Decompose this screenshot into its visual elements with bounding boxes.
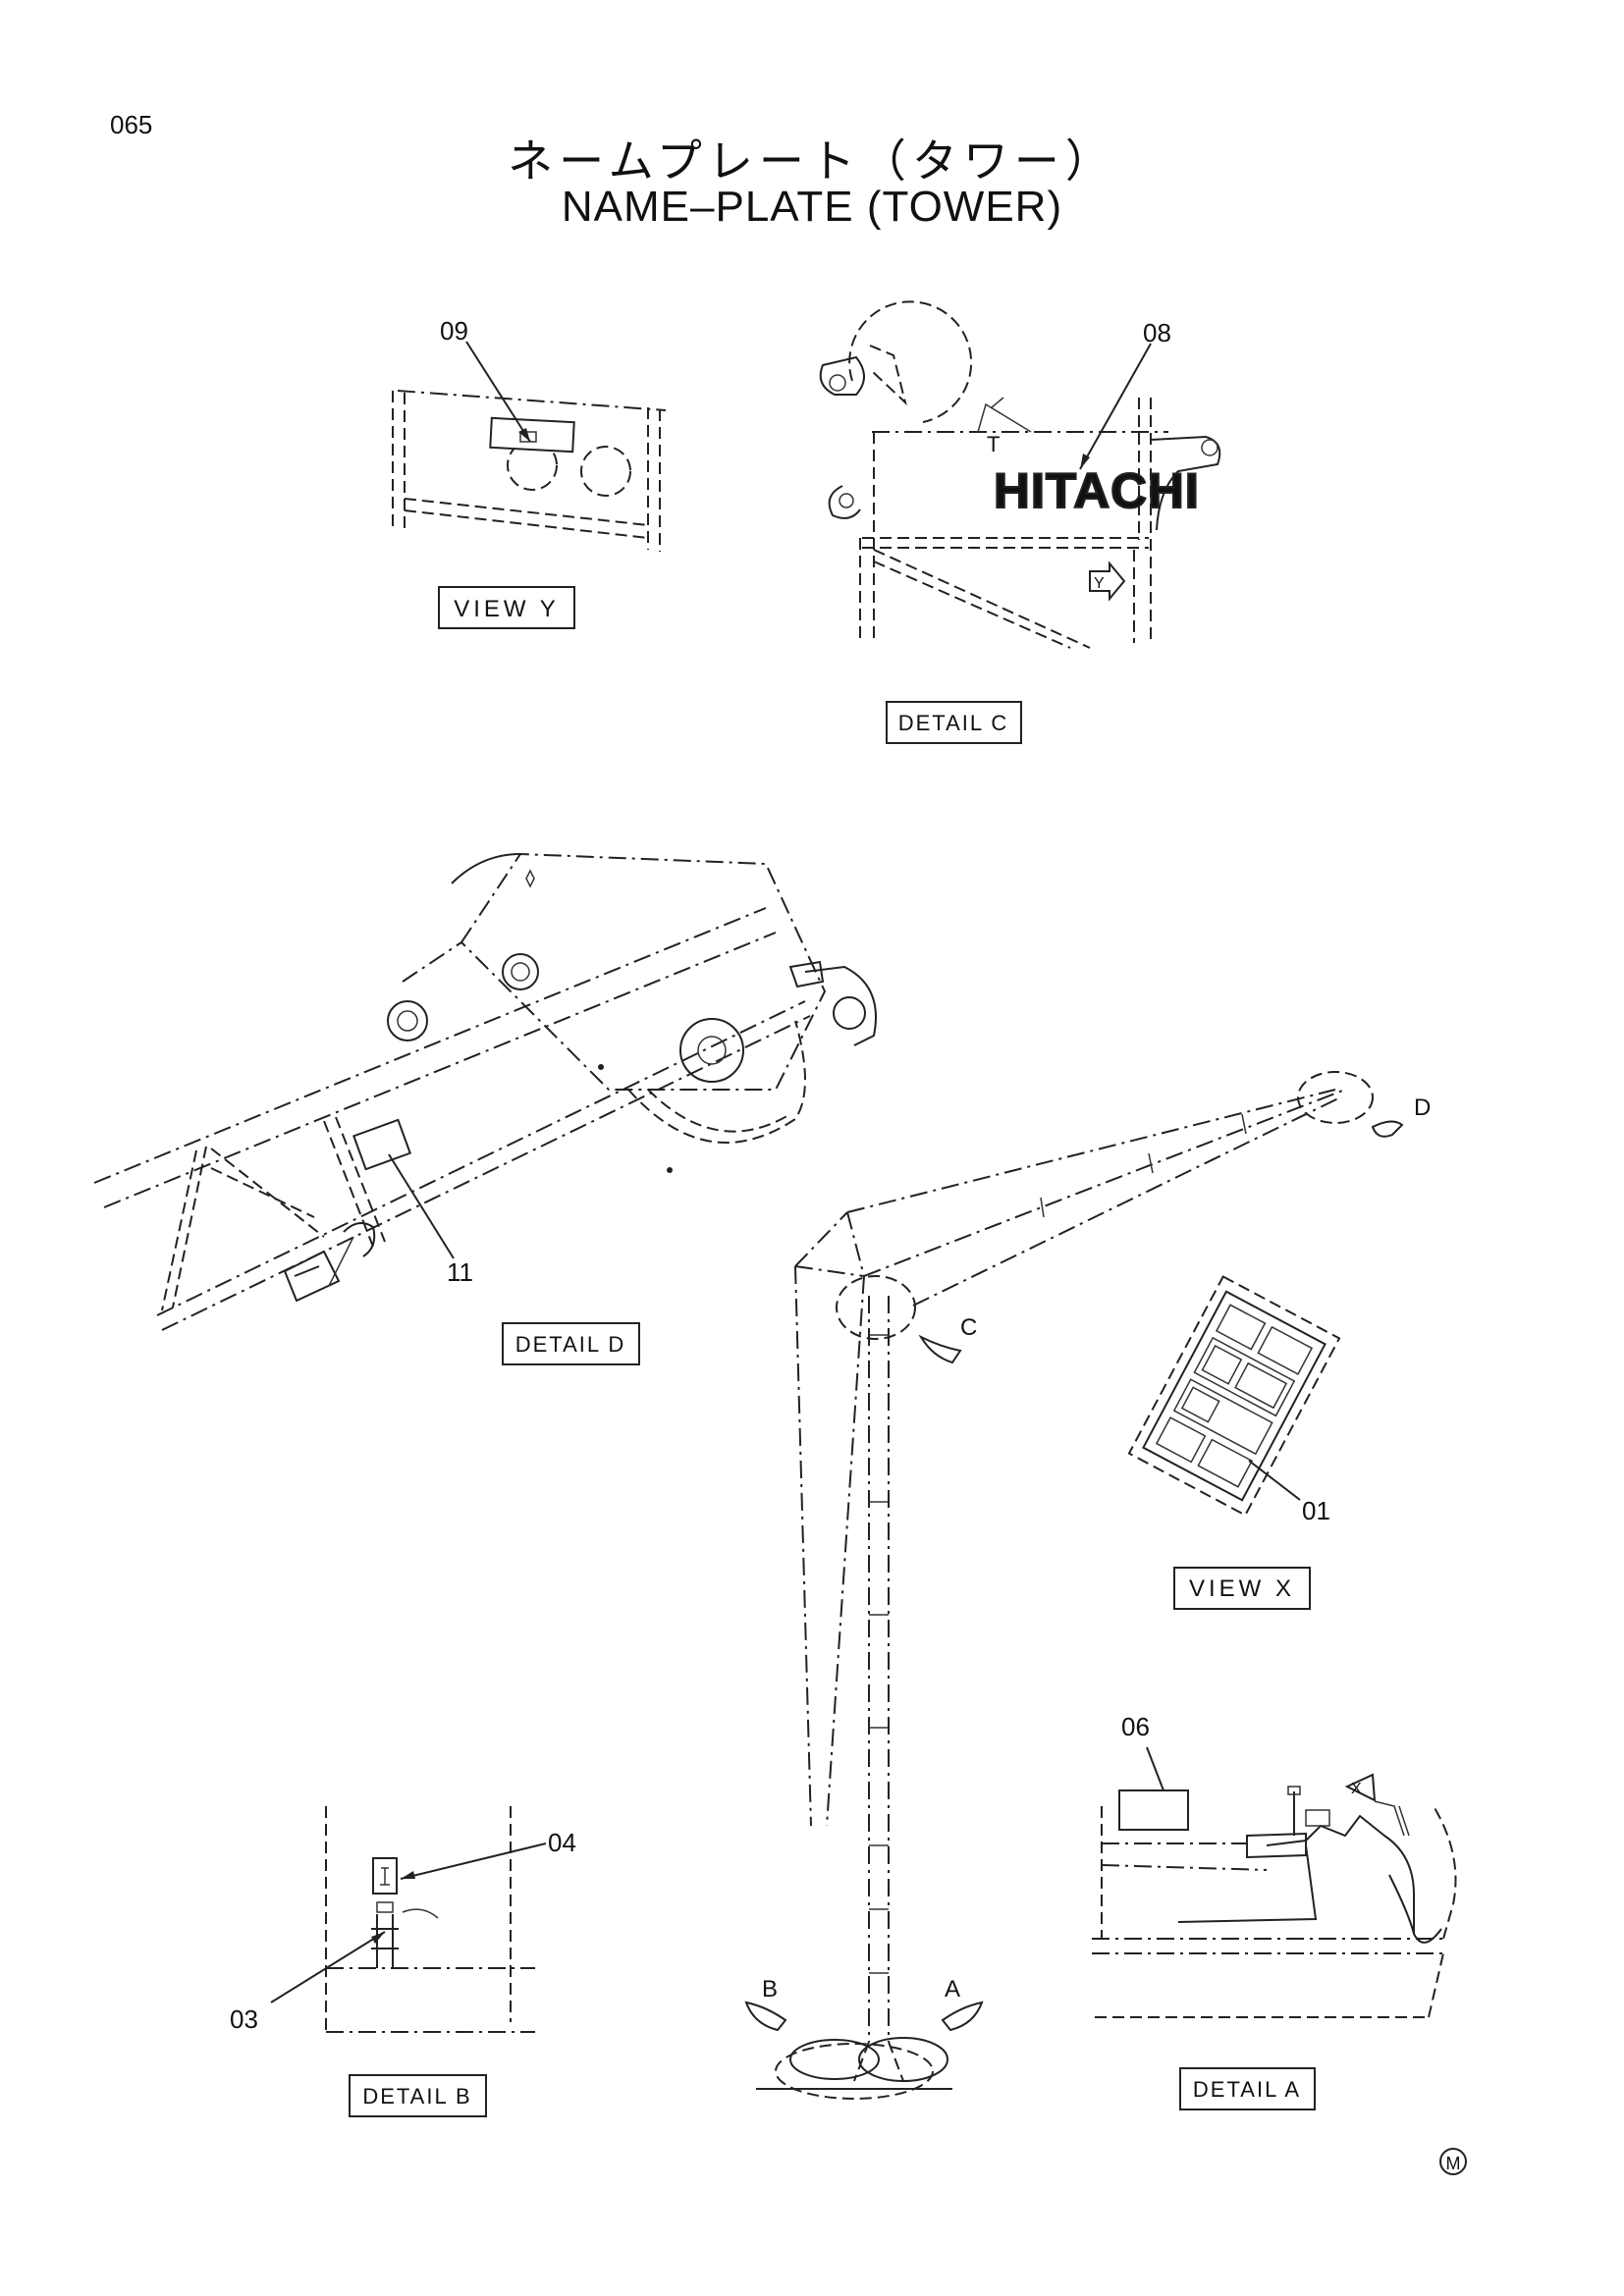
- label-detail-a: DETAIL A: [1179, 2067, 1316, 2110]
- callout-01: 01: [1302, 1496, 1330, 1525]
- callout-06: 06: [1121, 1712, 1150, 1741]
- svg-text:VIEW X: VIEW X: [1189, 1575, 1295, 1602]
- label-view-y: VIEW Y: [438, 586, 575, 629]
- pointer-a: [941, 2001, 984, 2032]
- arrow-marker-x: [1344, 1773, 1377, 1802]
- leader-04: [400, 1842, 547, 1880]
- tower-crane-drawing: D C B A: [744, 1071, 1431, 2100]
- detail-d-drawing: 11: [93, 852, 877, 1331]
- callout-04: 04: [548, 1828, 576, 1857]
- marker-d: D: [1414, 1095, 1431, 1121]
- detail-c-drawing: T HITACHI Y 08: [819, 300, 1221, 649]
- nameplate-06: [1118, 1789, 1189, 1831]
- view-y-drawing: 09: [392, 316, 667, 552]
- marker-a: A: [945, 1976, 960, 2002]
- leader-03: [270, 1931, 386, 2003]
- leader-06: [1146, 1746, 1164, 1791]
- svg-text:DETAIL D: DETAIL D: [515, 1332, 626, 1357]
- label-detail-c: DETAIL C: [886, 701, 1022, 744]
- view-x-drawing: [1127, 1275, 1341, 1517]
- label-view-x: VIEW X: [1173, 1567, 1311, 1610]
- callout-03: 03: [230, 2004, 258, 2034]
- pointer-b: [744, 2001, 787, 2032]
- leader-09: [465, 341, 531, 443]
- nameplate-11: [352, 1118, 411, 1171]
- hitachi-logo-plate-08: HITACHI: [994, 463, 1200, 518]
- callout-11: 11: [447, 1257, 473, 1287]
- svg-text:DETAIL B: DETAIL B: [362, 2084, 471, 2109]
- callout-09: 09: [440, 316, 468, 346]
- pointer-d: [1371, 1120, 1404, 1138]
- detail-b-drawing: 04 03: [230, 1806, 576, 2034]
- page-number: 065: [110, 110, 153, 139]
- svg-text:X: X: [1351, 1781, 1362, 1797]
- detail-c-circle: [836, 1275, 916, 1340]
- marker-b: B: [762, 1976, 778, 2002]
- detail-d-circle: [1297, 1071, 1374, 1124]
- label-detail-d: DETAIL D: [502, 1322, 640, 1365]
- leader-01: [1248, 1460, 1301, 1501]
- nameplate-09: [489, 416, 575, 454]
- circled-m-symbol: M: [1439, 2148, 1467, 2175]
- label-detail-b: DETAIL B: [349, 2074, 487, 2117]
- svg-text:DETAIL C: DETAIL C: [898, 711, 1009, 735]
- svg-text:VIEW Y: VIEW Y: [454, 596, 560, 622]
- title-japanese: ネームプレート（タワー）: [508, 134, 1116, 187]
- arrow-marker-y: [1089, 561, 1126, 602]
- nameplate-03: [376, 1901, 394, 1913]
- marker-c: C: [960, 1314, 977, 1341]
- title-english: NAME–PLATE (TOWER): [561, 183, 1063, 231]
- svg-text:DETAIL A: DETAIL A: [1193, 2077, 1301, 2102]
- svg-text:M: M: [1446, 2154, 1461, 2173]
- callout-01-group: 01: [1248, 1460, 1330, 1525]
- svg-text:Y: Y: [1094, 575, 1105, 592]
- marker-t: T: [987, 432, 1000, 456]
- pointer-c: [918, 1334, 962, 1364]
- leader-11: [388, 1153, 455, 1259]
- leader-08: [1079, 343, 1152, 470]
- callout-08: 08: [1143, 318, 1171, 347]
- jib-head-housing: [460, 852, 827, 1091]
- detail-a-drawing: 06 X: [1092, 1712, 1457, 2018]
